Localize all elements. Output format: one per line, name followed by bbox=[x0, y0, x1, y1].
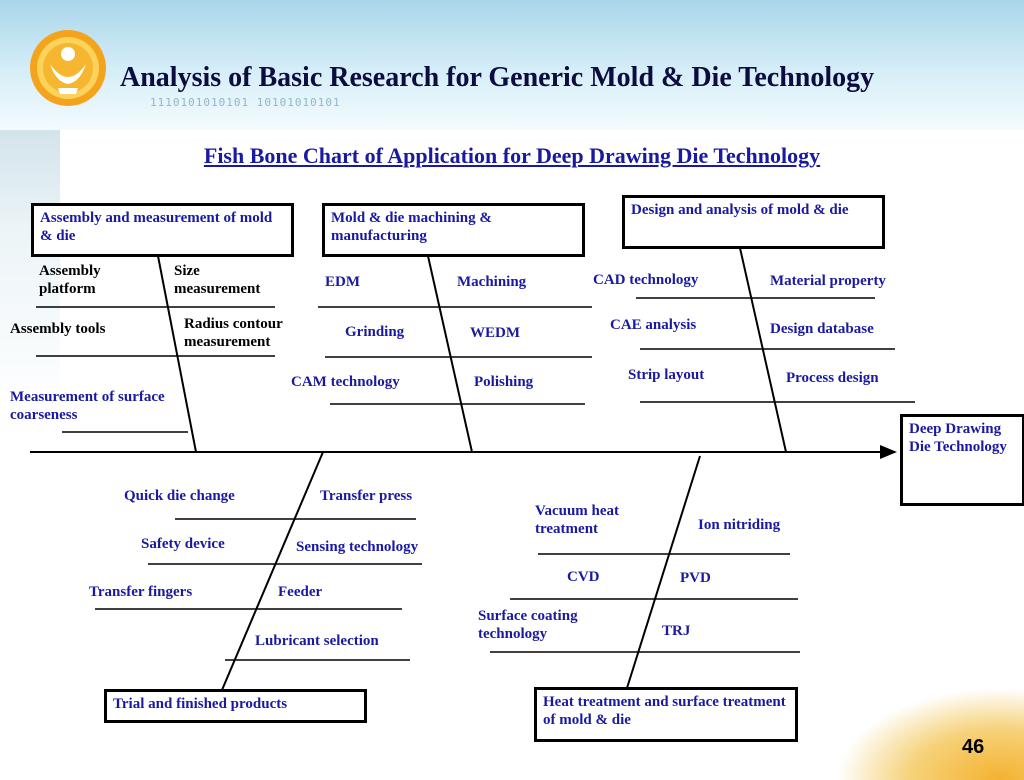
cause-label: CAM technology bbox=[291, 374, 400, 390]
cause-label: Design database bbox=[770, 321, 874, 337]
cause-label: Grinding bbox=[345, 324, 405, 340]
cause-label: Vacuum heat treatment bbox=[535, 503, 620, 537]
cause-label: TRJ bbox=[662, 623, 691, 639]
bone-machining bbox=[427, 255, 473, 453]
cause-label: Safety device bbox=[141, 536, 225, 552]
cause-label: Material property bbox=[770, 273, 886, 289]
cause-label: Transfer fingers bbox=[89, 584, 193, 600]
cause-label: Lubricant selection bbox=[255, 633, 379, 649]
fishbone-chart-title: Fish Bone Chart of Application for Deep … bbox=[203, 143, 821, 168]
bone-trial bbox=[221, 451, 324, 691]
bone-design bbox=[739, 247, 787, 453]
effect-box: Deep Drawing Die Technology bbox=[900, 414, 1024, 506]
cause-label: WEDM bbox=[470, 325, 520, 341]
category-box-machining: Mold & die machining & manufacturing bbox=[322, 203, 585, 257]
cause-label: Sensing technology bbox=[296, 539, 419, 555]
cause-label: Strip layout bbox=[628, 367, 705, 383]
cause-label: Surface coating technology bbox=[478, 608, 578, 642]
category-box-assembly: Assembly and measurement of mold & die bbox=[31, 203, 294, 257]
slide-header: 1110101010101 10101010101 Analysis of Ba… bbox=[0, 0, 1024, 130]
cause-label: Assembly tools bbox=[10, 321, 106, 337]
cause-label: CAD technology bbox=[593, 272, 699, 288]
cause-label: Quick die change bbox=[124, 488, 235, 504]
page-number: 46 bbox=[962, 736, 985, 758]
slide-title: Analysis of Basic Research for Generic M… bbox=[120, 62, 875, 93]
cause-label: Machining bbox=[457, 274, 527, 290]
cause-label: Process design bbox=[786, 370, 879, 386]
cause-label: Assembly platform bbox=[39, 263, 101, 297]
cause-label: Ion nitriding bbox=[698, 517, 781, 533]
footer-swoosh-decoration bbox=[840, 690, 1024, 780]
cause-label: Measurement of surface coarseness bbox=[10, 389, 165, 423]
category-box-design: Design and analysis of mold & die bbox=[622, 195, 885, 249]
cause-label: Radius contour measurement bbox=[184, 316, 283, 350]
bone-assembly bbox=[157, 255, 197, 453]
building-photo-decoration bbox=[0, 130, 60, 390]
bone-heat-treatment bbox=[626, 455, 701, 689]
organization-logo-icon bbox=[30, 30, 106, 106]
cause-label: Transfer press bbox=[320, 488, 413, 504]
category-box-heat-treatment: Heat treatment and surface treatment of … bbox=[534, 687, 798, 742]
cause-label: EDM bbox=[325, 274, 360, 290]
cause-label: CVD bbox=[567, 569, 600, 585]
binary-decoration: 1110101010101 10101010101 bbox=[150, 96, 341, 109]
cause-label: Feeder bbox=[278, 584, 323, 600]
cause-label: CAE analysis bbox=[610, 317, 697, 333]
category-box-trial: Trial and finished products bbox=[104, 689, 367, 723]
cause-label: PVD bbox=[680, 570, 711, 586]
cause-label: Polishing bbox=[474, 374, 534, 390]
spine-arrowhead bbox=[880, 445, 897, 459]
cause-label: Size measurement bbox=[174, 263, 261, 297]
